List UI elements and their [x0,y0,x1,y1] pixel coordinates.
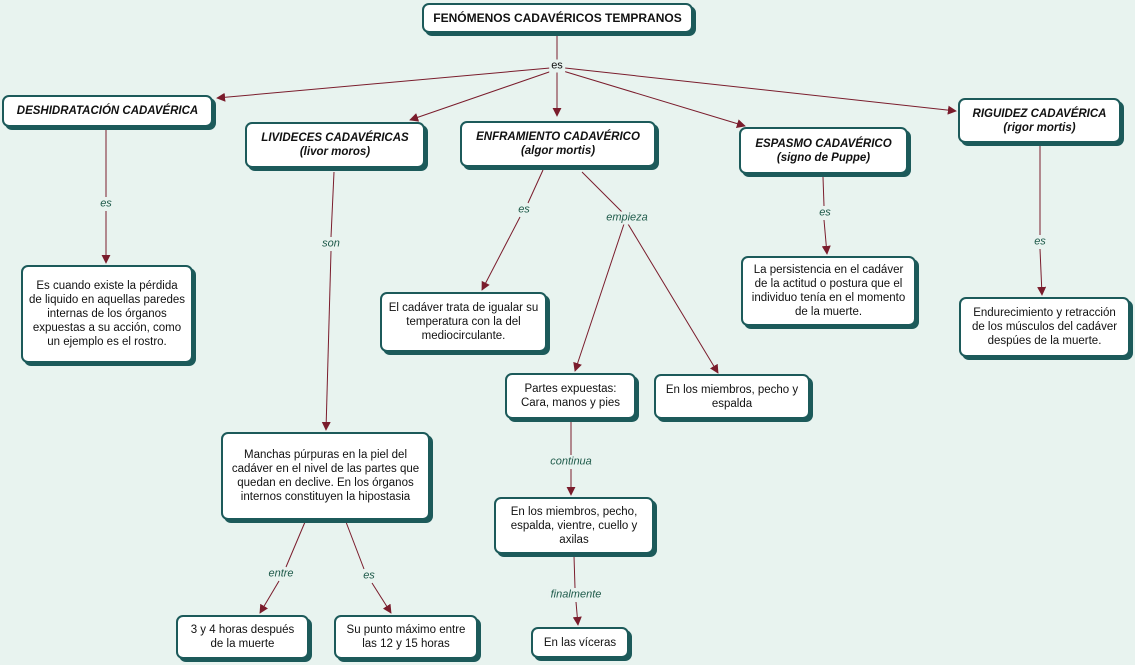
concept-espasmo-title: ESPASMO CADAVÉRICO [755,137,892,150]
link-son-livideces: son [320,237,342,251]
manchas-purpuras[interactable]: Manchas púrpuras en la piel del cadáver … [221,432,430,520]
horas-despues-text: 3 y 4 horas después de la muerte [190,624,295,650]
link-finalmente: finalmente [548,588,604,602]
miembros-pecho-espalda-text: En los miembros, pecho y espalda [665,383,799,410]
concept-livideces-subtitle: (livor moros) [299,146,371,158]
partes-expuestas-detail: Cara, manos y pies [520,397,621,409]
link-es-enfriamiento: es [516,203,532,217]
definition-deshidratacion-text: Es cuando existe la pérdida de liquido e… [29,280,186,348]
punto-maximo-text: Su punto máximo entre las 12 y 15 horas [346,624,466,650]
miembros-axilas-text: En los miembros, pecho, espalda, vientre… [510,505,638,546]
manchas-purpuras-text: Manchas púrpuras en la piel del cadáver … [231,449,420,503]
link-es-punto: es [361,569,377,583]
link-es-root: es [549,59,565,73]
root-concept[interactable]: FENÓMENOS CADAVÉRICOS TEMPRANOS [422,3,693,33]
concept-deshidratacion[interactable]: DESHIDRATACIÓN CADAVÉRICA [2,95,213,127]
partes-expuestas[interactable]: Partes expuestas: Cara, manos y pies [505,373,636,419]
link-es-espasmo: es [817,206,833,220]
concept-enfriamiento[interactable]: ENFRAMIENTO CADAVÉRICO (algor mortis) [460,121,656,167]
link-entre: entre [266,567,296,581]
concept-espasmo[interactable]: ESPASMO CADAVÉRICO (signo de Puppe) [739,127,908,174]
link-es-rigidez: es [1032,235,1048,249]
definition-espasmo-text: La persistencia en el cadáver de la acti… [751,264,906,318]
concept-enfriamiento-title: ENFRAMIENTO CADAVÉRICO [476,131,640,143]
root-concept-label: FENÓMENOS CADAVÉRICOS TEMPRANOS [433,11,682,25]
definition-enfriamiento-text: El cadáver trata de igualar su temperatu… [388,302,539,342]
definition-rigidez[interactable]: Endurecimiento y retracción de los múscu… [959,297,1130,357]
concept-rigidez[interactable]: RIGUIDEZ CADAVÉRICA (rigor mortis) [958,98,1121,143]
definition-enfriamiento[interactable]: El cadáver trata de igualar su temperatu… [380,292,547,352]
link-es-deshidratacion: es [98,197,114,211]
link-continua: continua [548,455,594,469]
concept-rigidez-subtitle: (rigor mortis) [1003,121,1076,134]
miembros-axilas[interactable]: En los miembros, pecho, espalda, vientre… [494,497,654,554]
concept-rigidez-title: RIGUIDEZ CADAVÉRICA [972,107,1107,120]
link-empieza: empieza [604,211,650,225]
concept-livideces-title: LIVIDECES CADAVÉRICAS [261,132,409,144]
miembros-pecho-espalda[interactable]: En los miembros, pecho y espalda [654,374,810,419]
punto-maximo[interactable]: Su punto máximo entre las 12 y 15 horas [334,615,478,659]
visceras[interactable]: En las víceras [531,627,629,658]
horas-despues[interactable]: 3 y 4 horas después de la muerte [176,615,309,659]
concept-livideces[interactable]: LIVIDECES CADAVÉRICAS (livor moros) [245,122,425,168]
definition-deshidratacion[interactable]: Es cuando existe la pérdida de liquido e… [21,265,193,363]
definition-espasmo[interactable]: La persistencia en el cadáver de la acti… [741,256,916,326]
visceras-text: En las víceras [543,636,617,649]
definition-rigidez-text: Endurecimiento y retracción de los múscu… [971,307,1118,347]
concept-espasmo-subtitle: (signo de Puppe) [776,151,871,164]
partes-expuestas-title: Partes expuestas: [524,383,617,395]
concept-enfriamiento-subtitle: (algor mortis) [520,145,596,157]
concept-deshidratacion-label: DESHIDRATACIÓN CADAVÉRICA [16,105,199,117]
